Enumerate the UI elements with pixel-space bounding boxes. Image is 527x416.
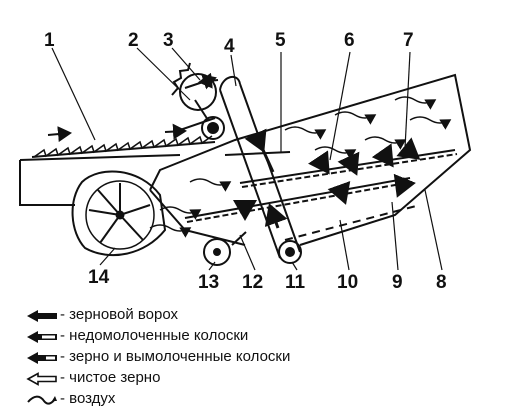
callout-4: 4 (224, 36, 235, 57)
hollow-arrow-icon (27, 331, 57, 343)
wave-arrow-icon (27, 395, 57, 405)
callout-8: 8 (436, 272, 447, 293)
callout-10: 10 (337, 272, 358, 293)
callout-12: 12 (242, 272, 263, 293)
legend: - зерновой ворох - недомолоченные колоск… (16, 306, 396, 411)
beater-roller (171, 62, 225, 140)
grain-flow-arrows (233, 137, 421, 221)
legend-label: - воздух (60, 390, 116, 407)
elevator (219, 75, 302, 264)
air-flow (149, 96, 452, 238)
fan (71, 170, 167, 257)
callout-9: 9 (392, 272, 403, 293)
outline-arrow-icon (26, 372, 57, 386)
callout-1: 1 (44, 30, 55, 51)
solid-arrow-icon (27, 310, 57, 322)
half-filled-arrow-icon (27, 352, 57, 364)
legend-item: - чистое зерно (16, 369, 396, 390)
combine-cleaning-diagram: 1 2 3 4 5 6 7 8 9 10 11 12 13 14 (19, 30, 472, 293)
callout-11: 11 (285, 272, 306, 293)
callout-5: 5 (275, 30, 286, 51)
callout-13: 13 (198, 272, 219, 293)
legend-label: - зерновой ворох (60, 306, 179, 323)
auger (203, 231, 247, 266)
legend-item: - зерно и вымолоченные колоски (16, 348, 396, 369)
callout-7: 7 (403, 30, 414, 51)
legend-item: - недомолоченные колоски (16, 327, 396, 348)
callout-2: 2 (128, 30, 139, 51)
callout-6: 6 (344, 30, 355, 51)
callouts (51, 47, 443, 271)
legend-label: - недомолоченные колоски (60, 327, 249, 344)
legend-item: - воздух (16, 390, 396, 411)
grain-pan (31, 123, 216, 158)
callout-3: 3 (163, 30, 174, 51)
callout-14: 14 (88, 267, 110, 288)
legend-label: - чистое зерно (60, 369, 161, 386)
legend-item: - зерновой ворох (16, 306, 396, 327)
callout-labels: 1 2 3 4 5 6 7 8 9 10 11 12 13 14 (44, 30, 447, 293)
legend-label: - зерно и вымолоченные колоски (60, 348, 291, 365)
